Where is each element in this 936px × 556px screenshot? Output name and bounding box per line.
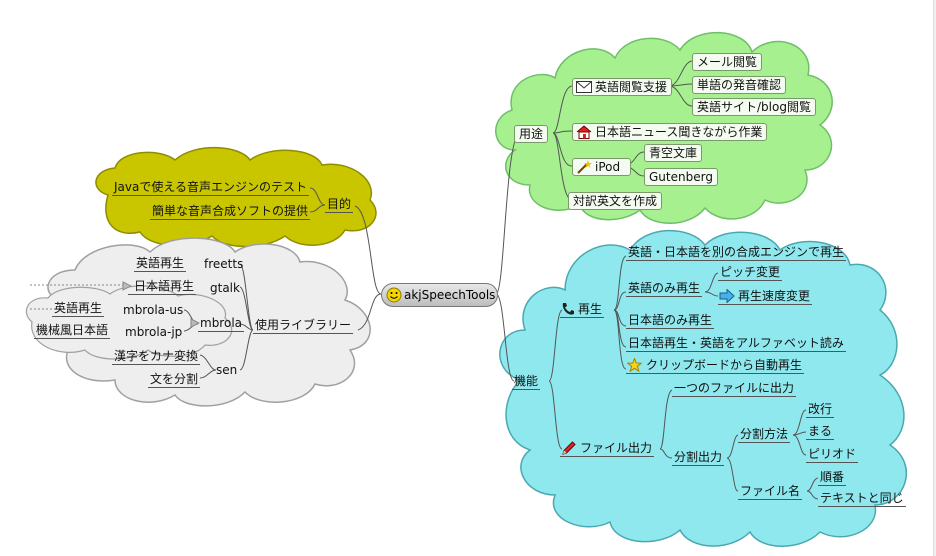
clipboard-node[interactable]: クリップボードから自動再生 (626, 358, 805, 374)
freetts-node[interactable]: freetts (204, 257, 244, 271)
center-node[interactable]: akjSpeechTools (381, 283, 498, 307)
libraries-node[interactable]: 使用ライブラリー (253, 318, 354, 334)
ipod-node[interactable]: iPod (572, 158, 632, 176)
clipboard-label: クリップボードから自動再生 (646, 358, 803, 372)
mbrola-subcloud (25, 285, 233, 360)
mbrola-us-english-node[interactable]: 英語再生 (52, 301, 105, 317)
split-output-node[interactable]: 分割出力 (672, 450, 725, 466)
news-node[interactable]: 日本語ニュース聞きながら作業 (572, 123, 768, 141)
purpose-java-test-node[interactable]: Javaで使える音声エンジンのテスト (112, 180, 309, 196)
file-output-node[interactable]: ファイル出力 (560, 441, 655, 457)
filename-node[interactable]: ファイル名 (738, 484, 803, 500)
news-label: 日本語ニュース聞きながら作業 (595, 125, 763, 139)
speed-label: 再生速度変更 (738, 289, 811, 303)
gtalk-node[interactable]: gtalk (210, 281, 240, 295)
english-support-label: 英語閲覧支援 (595, 80, 668, 94)
alphabet-reading-node[interactable]: 日本語再生・英語をアルファベット読み (626, 336, 846, 352)
japanese-only-node[interactable]: 日本語のみ再生 (626, 313, 715, 329)
method-maru-node[interactable]: まる (806, 424, 835, 440)
sen-split-node[interactable]: 文を分割 (148, 372, 201, 388)
parallel-text-node[interactable]: 対訳英文を作成 (568, 192, 663, 210)
word-pronunciation-node[interactable]: 単語の発音確認 (692, 76, 787, 94)
file-output-label: ファイル出力 (580, 441, 653, 455)
speed-node[interactable]: 再生速度変更 (718, 289, 813, 305)
link-arrow-icon (190, 318, 200, 328)
name-same-node[interactable]: テキストと同じ (818, 491, 906, 507)
mail-reading-node[interactable]: メール閲覧 (692, 53, 763, 71)
english-only-node[interactable]: 英語のみ再生 (626, 281, 703, 297)
mbrola-jp-node[interactable]: mbrola-jp (125, 325, 183, 339)
phone-icon (562, 303, 574, 315)
sen-node[interactable]: sen (216, 363, 238, 377)
center-label: akjSpeechTools (404, 288, 496, 302)
purpose-node[interactable]: 目的 (325, 197, 354, 213)
mbrola-jp-mechanical-node[interactable]: 機械風日本語 (34, 323, 111, 339)
aozora-node[interactable]: 青空文庫 (644, 144, 703, 162)
method-newline-node[interactable]: 改行 (806, 402, 835, 418)
house-icon (576, 125, 592, 139)
uses-node[interactable]: 用途 (514, 125, 549, 143)
pencil-icon (562, 441, 576, 455)
freetts-english-node[interactable]: 英語再生 (134, 256, 187, 272)
method-period-node[interactable]: ピリオド (806, 447, 859, 463)
arrow-right-icon (719, 289, 735, 303)
mbrola-us-node[interactable]: mbrola-us (123, 303, 184, 317)
magic-wand-icon (577, 160, 592, 174)
pitch-node[interactable]: ピッチ変更 (718, 265, 783, 281)
split-method-node[interactable]: 分割方法 (738, 427, 791, 443)
link-arrow-icon (122, 281, 132, 291)
features-cloud (499, 229, 908, 547)
gtalk-japanese-node[interactable]: 日本語再生 (128, 279, 197, 295)
smiley-icon (386, 287, 402, 303)
name-order-node[interactable]: 順番 (818, 470, 847, 486)
ipod-label: iPod (595, 160, 621, 174)
english-support-node[interactable]: 英語閲覧支援 (572, 78, 673, 96)
window-right-edge (933, 0, 936, 556)
envelope-icon (576, 81, 592, 93)
sen-kana-node[interactable]: 漢字をカナ変換 (112, 349, 201, 365)
play-label: 再生 (578, 302, 603, 316)
english-site-node[interactable]: 英語サイト/blog閲覧 (692, 98, 816, 116)
star-icon (627, 358, 642, 372)
gutenberg-node[interactable]: Gutenberg (644, 168, 718, 186)
features-node[interactable]: 機能 (512, 374, 541, 390)
play-node[interactable]: 再生 (560, 302, 605, 318)
engine-split-node[interactable]: 英語・日本語を別の合成エンジンで再生 (626, 245, 847, 261)
purpose-simple-software-node[interactable]: 簡単な音声合成ソフトの提供 (150, 204, 311, 220)
single-file-node[interactable]: 一つのファイルに出力 (672, 381, 797, 397)
mbrola-node[interactable]: mbrola (198, 316, 245, 332)
